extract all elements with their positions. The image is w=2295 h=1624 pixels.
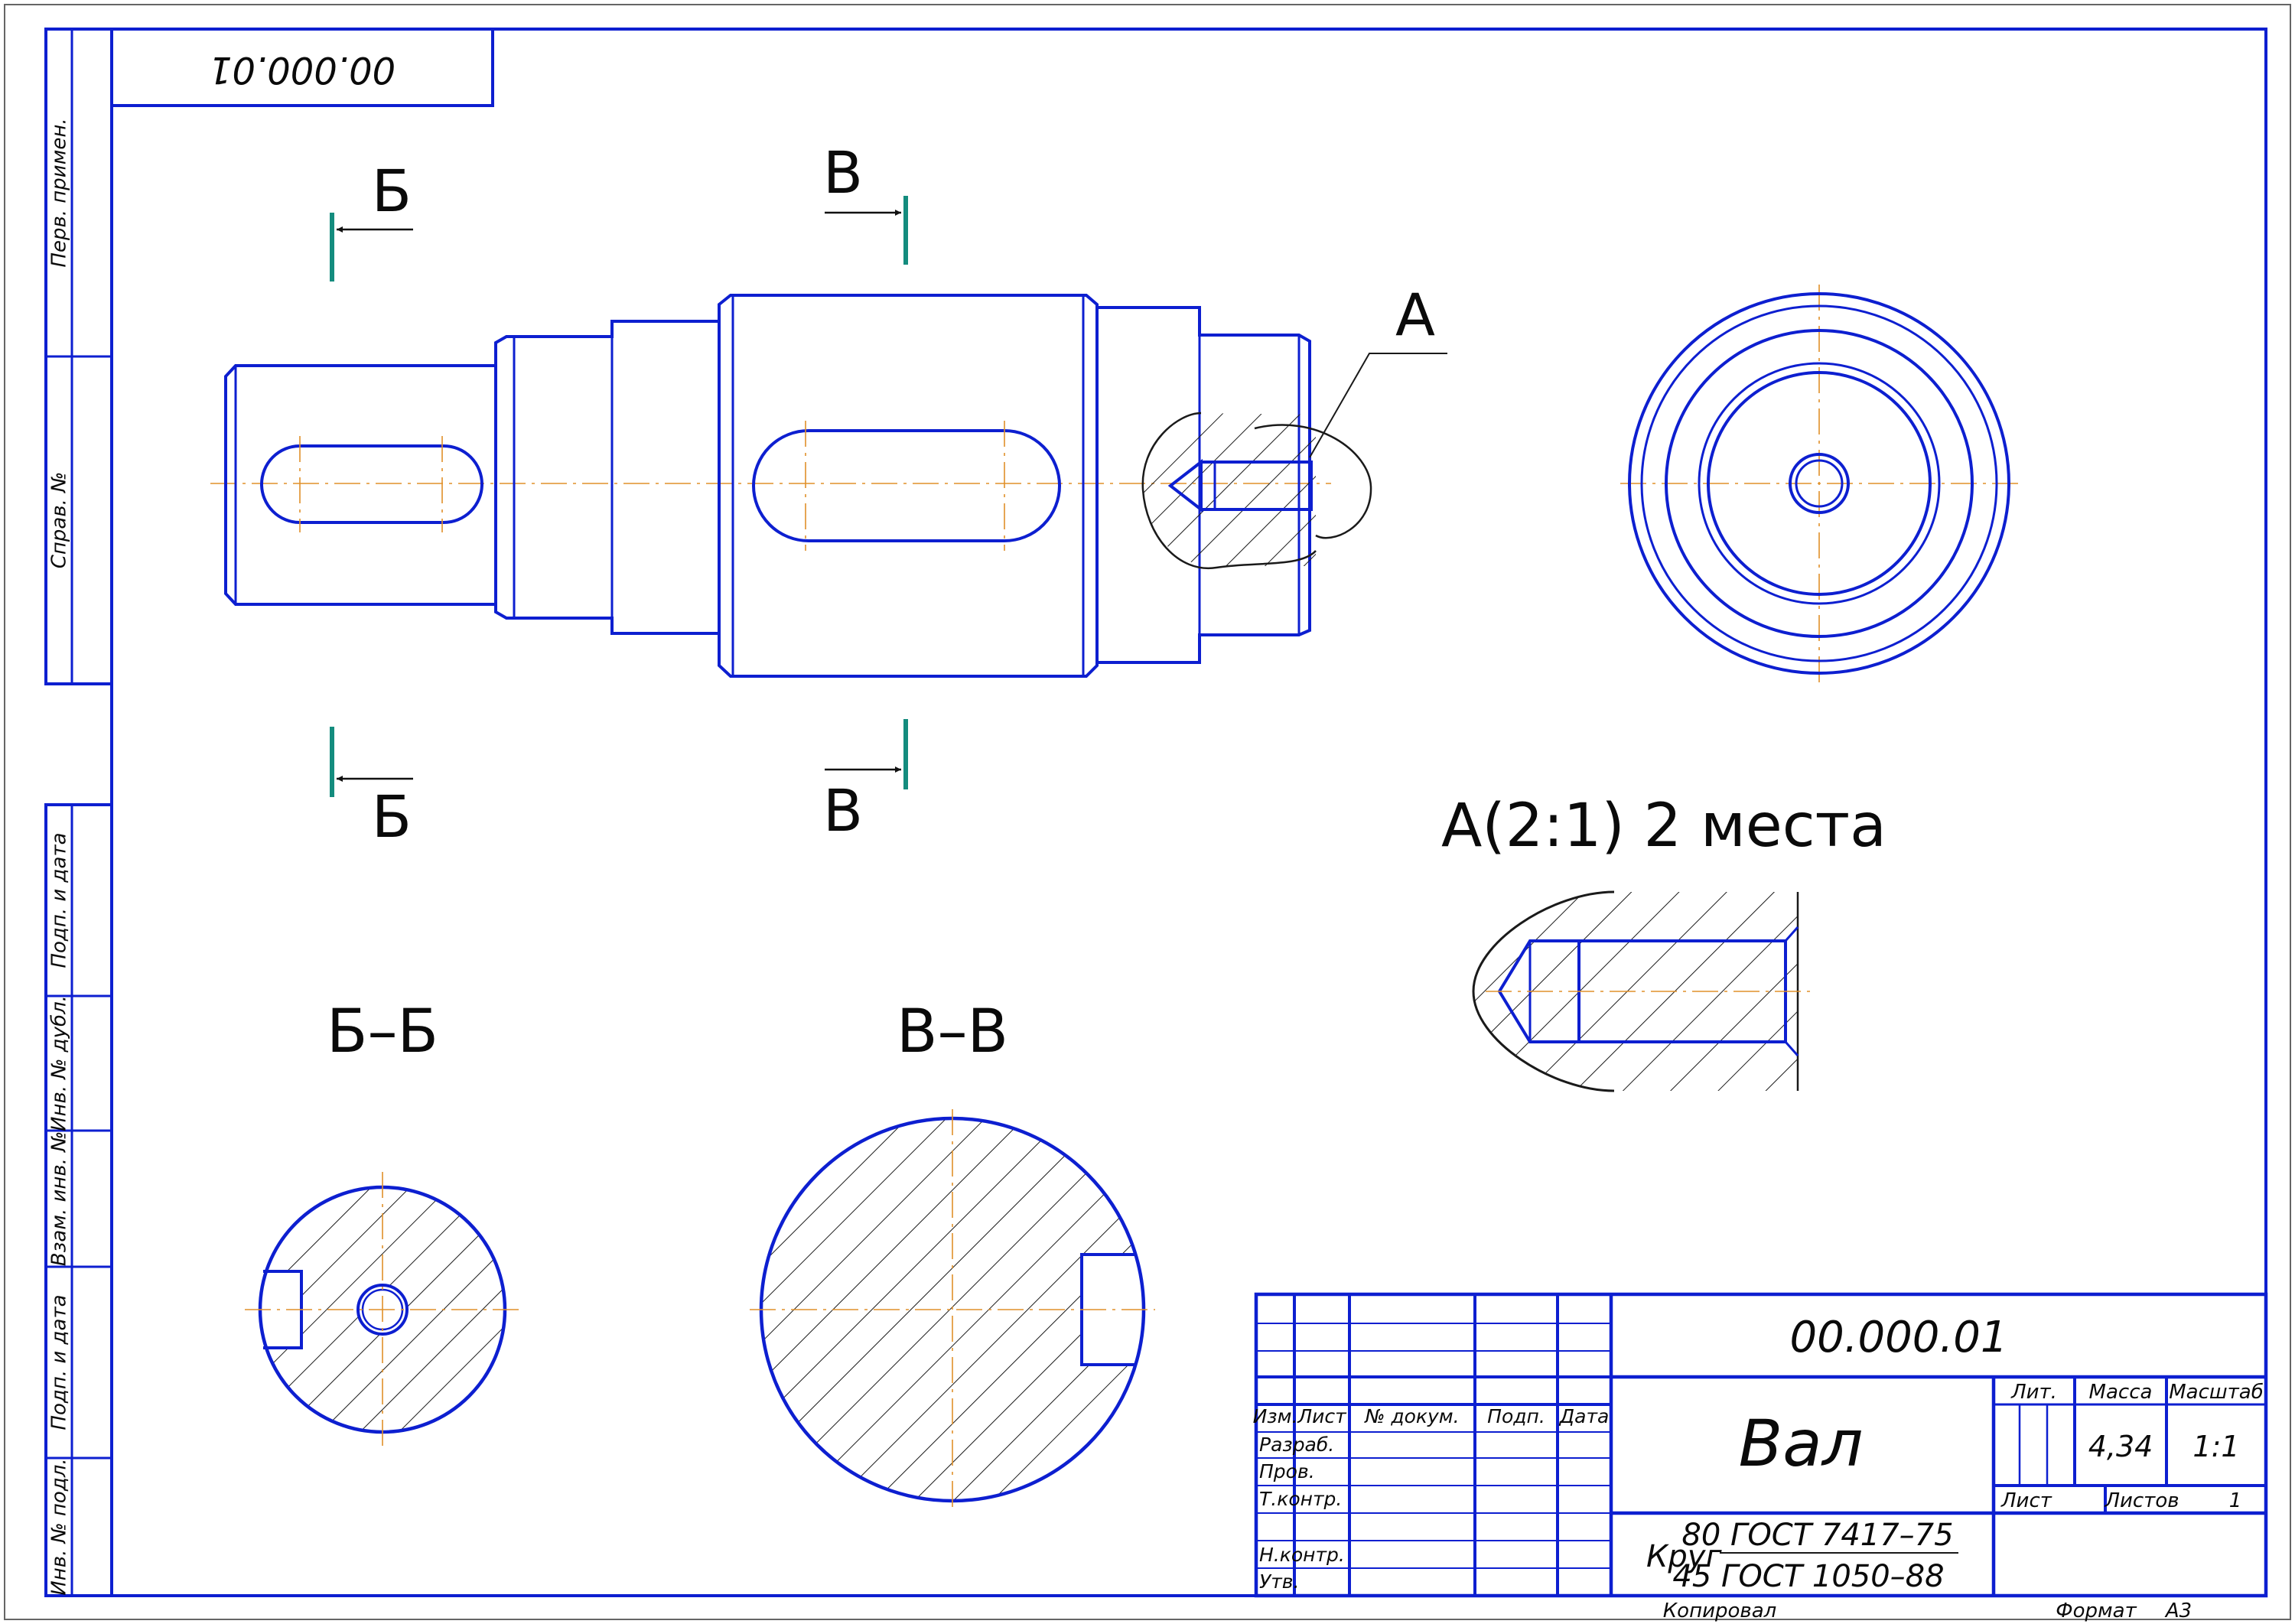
left-strip: Перв. примен. Справ. № Подп. и дата Инв.… [44,28,113,1597]
end-view [1620,285,2018,682]
tb-material-top: 80 ГОСТ 7417–75 [1681,1518,1953,1553]
tb-sheet-label: Лист [2000,1489,2052,1512]
detail-a: А(2:1) 2 места [1441,792,1886,1092]
strip-inv-dubl: Инв. № дубл. [48,995,71,1131]
strip-podp-data-2: Подп. и дата [48,1294,71,1430]
tb-format-value: А3 [2164,1600,2192,1622]
keyway-left [260,444,483,524]
tb-role-utv: Утв. [1259,1570,1299,1593]
tb-sheets-value: 1 [2229,1489,2242,1512]
mark-v-top: В [823,138,863,207]
strip-perv-primen: Перв. примен. [48,118,71,267]
top-stamp: 00.000.01 [110,28,494,107]
tb-role-razrab: Разраб. [1259,1434,1334,1456]
sheet-border [4,4,2291,1620]
title-block: 00.000.01 Вал Изм. Лист № докум. Подп. Д… [1253,1292,2268,1622]
tb-material-bottom: 45 ГОСТ 1050–88 [1672,1559,1944,1594]
mark-v-bottom: В [823,776,863,845]
tb-scale-value: 1:1 [2192,1430,2239,1463]
section-vv: В–В [750,998,1155,1512]
strip-sprav-no: Справ. № [48,472,71,568]
tb-header-podp: Подп. [1487,1405,1545,1427]
tb-role-tkontr: Т.контр. [1259,1488,1342,1510]
tb-role-prov: Пров. [1259,1460,1315,1482]
local-section-hatch [1143,413,1316,566]
tb-format-label: Формат [2056,1600,2137,1622]
tb-scale-label: Масштаб [2169,1381,2264,1404]
shaft-main-body [718,294,1099,678]
tb-header-data: Дата [1559,1405,1610,1427]
strip-vzam-inv: Взам. инв. № [48,1131,71,1267]
tb-copied-label: Копировал [1663,1600,1777,1622]
section-bb-title: Б–Б [327,998,438,1066]
tb-mass-value: 4,34 [2088,1430,2153,1463]
tb-material-prefix: Круг [1646,1539,1722,1574]
tb-designation: 00.000.01 [1789,1313,2007,1362]
section-vv-title: В–В [897,998,1008,1066]
detail-a-title: А(2:1) 2 места [1441,792,1886,861]
strip-podp-data-1: Подп. и дата [48,832,71,968]
strip-inv-podl: Инв. № подл. [48,1458,71,1595]
keyway-main [752,429,1061,542]
tb-header-dokum: № докум. [1363,1405,1459,1427]
tb-sheets-label: Листов [2104,1489,2179,1512]
tb-header-izm: Изм. [1253,1405,1298,1427]
top-stamp-text: 00.000.01 [209,48,396,91]
tb-header-list: Лист [1297,1405,1347,1427]
tb-lit-label: Лит. [2010,1381,2057,1404]
mark-b-top: Б [372,157,412,225]
shaft-front-view: А [210,281,1447,678]
tb-role-nkontr: Н.контр. [1259,1544,1345,1566]
tb-mass-label: Масса [2089,1381,2153,1404]
mark-b-bottom: Б [372,783,412,851]
tb-part-name: Вал [1739,1406,1864,1481]
cutting-plane-v: В В [823,138,908,845]
section-bb: Б–Б [245,998,520,1447]
shaft-left-shank [224,364,497,606]
cutting-plane-b: Б Б [330,157,413,851]
mark-a: А [1395,281,1435,349]
